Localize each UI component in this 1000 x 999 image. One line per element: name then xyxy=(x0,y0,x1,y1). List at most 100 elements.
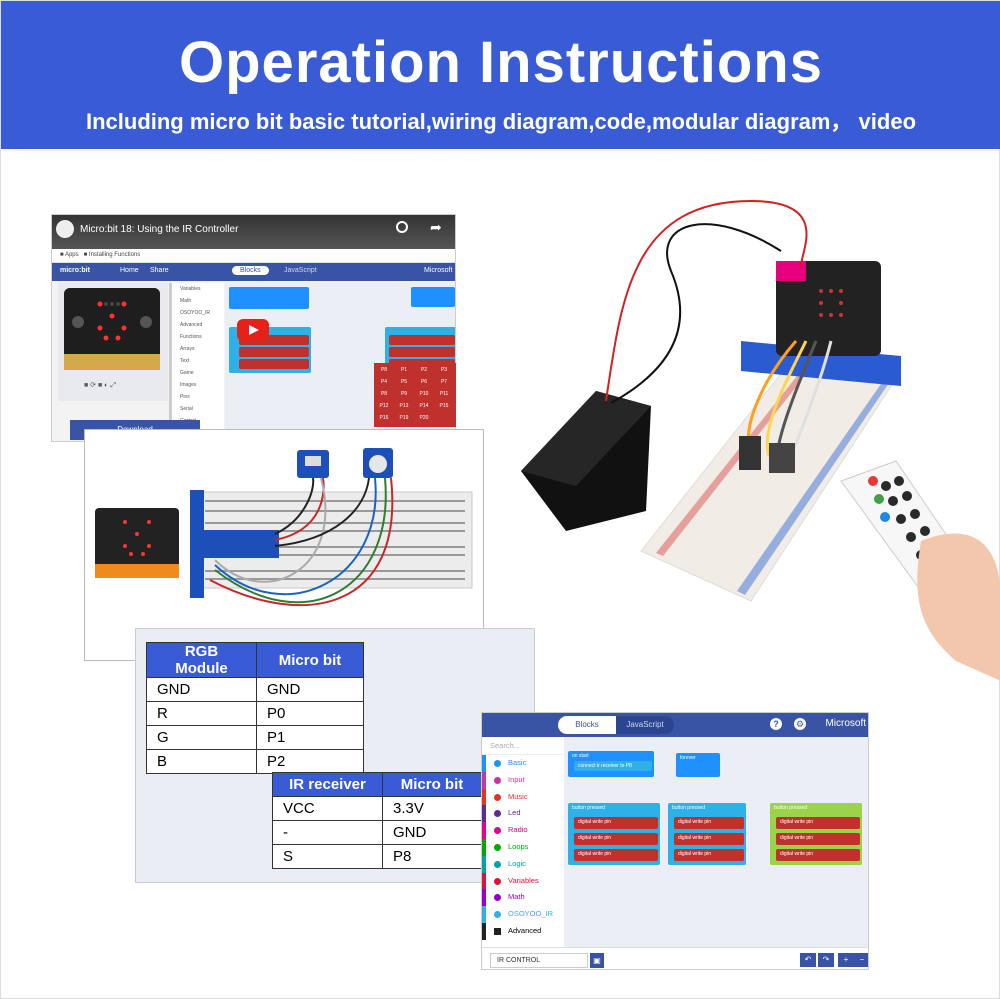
pin-option[interactable]: P10 xyxy=(416,389,432,399)
toolbox-item[interactable]: Math xyxy=(169,295,224,307)
pin-option[interactable]: P20 xyxy=(416,413,432,423)
pin-option[interactable]: P1 xyxy=(396,365,412,375)
on-start-block[interactable] xyxy=(229,287,309,309)
digital-write-block[interactable]: digital write pin xyxy=(574,849,658,861)
category-variables[interactable]: Variables xyxy=(482,872,564,890)
pin-option[interactable]: P9 xyxy=(396,389,412,399)
project-name-input[interactable]: IR CONTROL xyxy=(490,953,588,968)
pin-block-2[interactable] xyxy=(239,347,309,357)
pin-option[interactable]: P13 xyxy=(396,401,412,411)
header-banner: Operation Instructions Including micro b… xyxy=(1,1,1000,149)
category-label: OSOYOO_IR xyxy=(508,909,554,919)
pin-option[interactable]: P8 xyxy=(376,389,392,399)
redo-icon[interactable]: ↷ xyxy=(818,953,834,967)
toolbox-item[interactable]: Functions xyxy=(169,331,224,343)
javascript-tab[interactable]: JavaScript xyxy=(284,267,317,274)
editor-footer: IR CONTROL ▣ ↶ ↷ + − xyxy=(482,947,868,969)
category-icon xyxy=(494,810,501,818)
share-link[interactable]: Share xyxy=(150,267,169,274)
digital-write-block[interactable]: digital write pin xyxy=(674,833,744,845)
toolbox-item[interactable]: Pins xyxy=(169,391,224,403)
pin-block-5[interactable] xyxy=(389,347,455,357)
digital-write-block[interactable]: digital write pin xyxy=(574,817,658,829)
page-title: Operation Instructions xyxy=(179,30,823,95)
simulator-controls[interactable]: ■ ⟳ ■ ◐ ⤢ xyxy=(84,382,116,389)
pin-block-1[interactable] xyxy=(239,335,309,345)
category-advanced[interactable]: Advanced xyxy=(482,922,564,940)
category-icon xyxy=(494,793,501,801)
zoom-out-icon[interactable]: − xyxy=(854,953,868,967)
category-math[interactable]: Math xyxy=(482,889,564,907)
table-cell: GND xyxy=(256,677,364,702)
help-icon[interactable]: ? xyxy=(770,718,782,730)
blocks-tab[interactable]: Blocks xyxy=(232,266,269,275)
category-icon xyxy=(494,894,501,902)
toolbox-search-input[interactable]: Search... xyxy=(482,737,564,755)
makecode-editor-screenshot[interactable]: Blocks JavaScript ? ⚙ Microsoft Search..… xyxy=(481,712,869,970)
pin-option[interactable]: P15 xyxy=(436,401,452,411)
toolbox-item[interactable]: Advanced xyxy=(169,319,224,331)
category-logic[interactable]: Logic xyxy=(482,855,564,873)
javascript-tab[interactable]: JavaScript xyxy=(616,716,674,734)
category-osoyoo_ir[interactable]: OSOYOO_IR xyxy=(482,906,564,923)
toolbox-item[interactable]: Text xyxy=(169,355,224,367)
category-radio[interactable]: Radio xyxy=(482,822,564,839)
pin-option[interactable]: P4 xyxy=(376,377,392,387)
category-icon xyxy=(494,843,501,851)
undo-icon[interactable]: ↶ xyxy=(800,953,816,967)
digital-write-block[interactable]: digital write pin xyxy=(674,849,744,861)
digital-write-block[interactable]: digital write pin xyxy=(776,849,860,861)
table-row: -GND xyxy=(272,820,482,845)
pin-option[interactable]: P19 xyxy=(396,413,412,423)
pin-option[interactable]: P2 xyxy=(416,365,432,375)
category-led[interactable]: Led xyxy=(482,805,564,823)
table-header: Micro bit xyxy=(382,772,482,797)
blocks-tab[interactable]: Blocks xyxy=(558,716,616,734)
pin-block-3[interactable] xyxy=(239,359,309,369)
toolbox-item[interactable]: OSOYOO_IR xyxy=(169,307,224,319)
pin-option[interactable]: P6 xyxy=(416,377,432,387)
microbit-simulator[interactable]: ■ ⟳ ■ ◐ ⤢ xyxy=(58,283,168,401)
pin-option[interactable]: P12 xyxy=(376,401,392,411)
pin-option[interactable]: P3 xyxy=(436,365,452,375)
pin-option[interactable]: P14 xyxy=(416,401,432,411)
toolbox-item[interactable]: Arrays xyxy=(169,343,224,355)
home-link[interactable]: Home xyxy=(120,267,139,274)
category-music[interactable]: Music xyxy=(482,788,564,806)
digital-write-block[interactable]: digital write pin xyxy=(776,817,860,829)
zoom-in-icon[interactable]: + xyxy=(838,953,854,967)
table-cell: B xyxy=(146,749,257,774)
forever-block[interactable] xyxy=(411,287,455,307)
gear-icon[interactable]: ⚙ xyxy=(794,718,806,730)
pin-option[interactable]: P16 xyxy=(376,413,392,423)
category-basic[interactable]: Basic xyxy=(482,755,564,772)
toolbox-item[interactable]: Images xyxy=(169,379,224,391)
youtube-play-button[interactable] xyxy=(237,319,269,341)
pin-option[interactable]: P7 xyxy=(436,377,452,387)
forever-block[interactable]: forever xyxy=(676,753,720,777)
toolbox-item[interactable]: Serial xyxy=(169,403,224,415)
category-label: Variables xyxy=(508,875,539,885)
category-label: Basic xyxy=(508,758,527,767)
connect-ir-block[interactable]: connect ir receiver to P8 xyxy=(574,761,652,771)
toolbox-item[interactable]: Game xyxy=(169,367,224,379)
digital-write-block[interactable]: digital write pin xyxy=(574,833,658,845)
pin-option[interactable]: P5 xyxy=(396,377,412,387)
save-icon[interactable]: ▣ xyxy=(590,953,604,968)
pin-option[interactable]: P8 xyxy=(376,365,392,375)
digital-write-block[interactable]: digital write pin xyxy=(776,833,860,845)
category-input[interactable]: Input xyxy=(482,771,564,789)
digital-write-block[interactable]: digital write pin xyxy=(674,817,744,829)
category-label: Loops xyxy=(508,841,529,851)
table-cell: P0 xyxy=(256,701,364,726)
makecode-header: micro:bit Home Share Blocks JavaScript M… xyxy=(52,263,455,281)
category-loops[interactable]: Loops xyxy=(482,838,564,856)
pin-option[interactable]: P11 xyxy=(436,389,452,399)
category-label: Input xyxy=(508,774,525,784)
pin-block-4[interactable] xyxy=(389,335,455,345)
toolbox-item[interactable]: Variables xyxy=(169,283,224,295)
